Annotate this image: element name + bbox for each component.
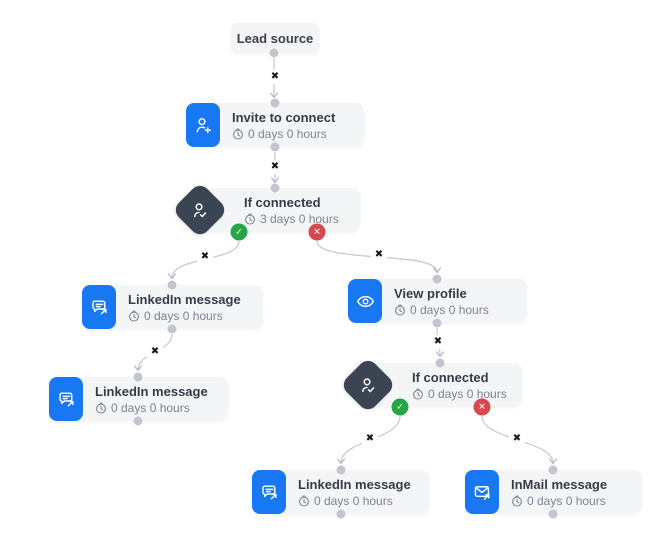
connector-port[interactable] bbox=[270, 98, 280, 108]
connector-port[interactable] bbox=[167, 324, 177, 334]
clock-icon bbox=[245, 213, 255, 225]
message-send-icon bbox=[49, 377, 83, 421]
connector-port[interactable] bbox=[269, 48, 279, 58]
node-invite-to-connect[interactable]: Invite to connect 0 days 0 hours bbox=[186, 103, 364, 147]
connector-port[interactable] bbox=[548, 465, 558, 475]
node-delay: 3 days 0 hours bbox=[244, 212, 360, 226]
node-lead-source[interactable]: Lead source bbox=[231, 23, 319, 53]
delay-text: 0 days 0 hours bbox=[314, 493, 393, 508]
edge-delete-button[interactable]: ✖ bbox=[509, 432, 525, 446]
node-linkedin-message-1[interactable]: LinkedIn message 0 days 0 hours bbox=[82, 285, 263, 329]
lead-source-label: Lead source bbox=[236, 30, 314, 46]
connector-port[interactable] bbox=[133, 416, 143, 426]
connector-port[interactable] bbox=[133, 372, 143, 382]
node-delay: 0 days 0 hours bbox=[412, 387, 522, 401]
message-send-icon bbox=[252, 470, 286, 514]
clock-icon bbox=[512, 495, 522, 507]
connector-port[interactable] bbox=[432, 318, 442, 328]
node-title: View profile bbox=[394, 285, 467, 301]
node-title: LinkedIn message bbox=[95, 383, 208, 399]
clock-icon bbox=[395, 304, 405, 316]
edge-delete-button[interactable]: ✖ bbox=[267, 70, 283, 84]
condition-yes-badge[interactable]: ✓ bbox=[230, 223, 248, 241]
node-delay: 0 days 0 hours bbox=[128, 309, 263, 323]
connector-port[interactable] bbox=[336, 465, 346, 475]
delay-text: 0 days 0 hours bbox=[248, 126, 327, 141]
node-title: Invite to connect bbox=[232, 109, 336, 125]
connector-port[interactable] bbox=[167, 280, 177, 290]
clock-icon bbox=[233, 128, 243, 140]
node-delay: 0 days 0 hours bbox=[232, 127, 364, 141]
message-send-icon bbox=[82, 285, 116, 329]
delay-text: 0 days 0 hours bbox=[410, 302, 489, 317]
clock-icon bbox=[299, 495, 309, 507]
delay-text: 0 days 0 hours bbox=[428, 386, 507, 401]
node-title: InMail message bbox=[511, 476, 608, 492]
node-title: LinkedIn message bbox=[128, 291, 241, 307]
node-delay: 0 days 0 hours bbox=[298, 494, 429, 508]
user-check-icon bbox=[339, 356, 397, 414]
edge-delete-button[interactable]: ✖ bbox=[197, 250, 213, 264]
node-title: LinkedIn message bbox=[298, 476, 411, 492]
condition-no-badge[interactable]: ✕ bbox=[473, 398, 491, 416]
connector-port[interactable] bbox=[432, 274, 442, 284]
edge-delete-button[interactable]: ✖ bbox=[267, 160, 283, 174]
connector-port[interactable] bbox=[548, 509, 558, 519]
node-linkedin-message-3[interactable]: LinkedIn message 0 days 0 hours bbox=[252, 470, 429, 514]
node-delay: 0 days 0 hours bbox=[394, 303, 527, 317]
clock-icon bbox=[96, 402, 106, 414]
node-linkedin-message-2[interactable]: LinkedIn message 0 days 0 hours bbox=[49, 377, 228, 421]
envelope-send-icon bbox=[465, 470, 499, 514]
connector-port[interactable] bbox=[336, 509, 346, 519]
node-view-profile[interactable]: View profile 0 days 0 hours bbox=[348, 279, 527, 323]
clock-icon bbox=[413, 388, 423, 400]
condition-yes-badge[interactable]: ✓ bbox=[391, 398, 409, 416]
condition-no-badge[interactable]: ✕ bbox=[308, 223, 326, 241]
node-title: If connected bbox=[244, 194, 321, 210]
node-inmail-message[interactable]: InMail message 0 days 0 hours bbox=[465, 470, 642, 514]
connector-port[interactable] bbox=[435, 358, 445, 368]
node-delay: 0 days 0 hours bbox=[511, 494, 642, 508]
node-delay: 0 days 0 hours bbox=[95, 401, 228, 415]
clock-icon bbox=[129, 310, 139, 322]
delay-text: 3 days 0 hours bbox=[260, 211, 339, 226]
eye-icon bbox=[348, 279, 382, 323]
user-plus-icon bbox=[186, 103, 220, 147]
delay-text: 0 days 0 hours bbox=[144, 308, 223, 323]
edge-delete-button[interactable]: ✖ bbox=[362, 432, 378, 446]
edge-delete-button[interactable]: ✖ bbox=[371, 248, 387, 262]
node-title: If connected bbox=[412, 369, 489, 385]
connector-port[interactable] bbox=[270, 183, 280, 193]
connector-port[interactable] bbox=[270, 142, 280, 152]
edge-delete-button[interactable]: ✖ bbox=[430, 335, 446, 349]
delay-text: 0 days 0 hours bbox=[527, 493, 606, 508]
edge-delete-button[interactable]: ✖ bbox=[147, 345, 163, 359]
user-check-icon bbox=[171, 181, 229, 239]
delay-text: 0 days 0 hours bbox=[111, 400, 190, 415]
